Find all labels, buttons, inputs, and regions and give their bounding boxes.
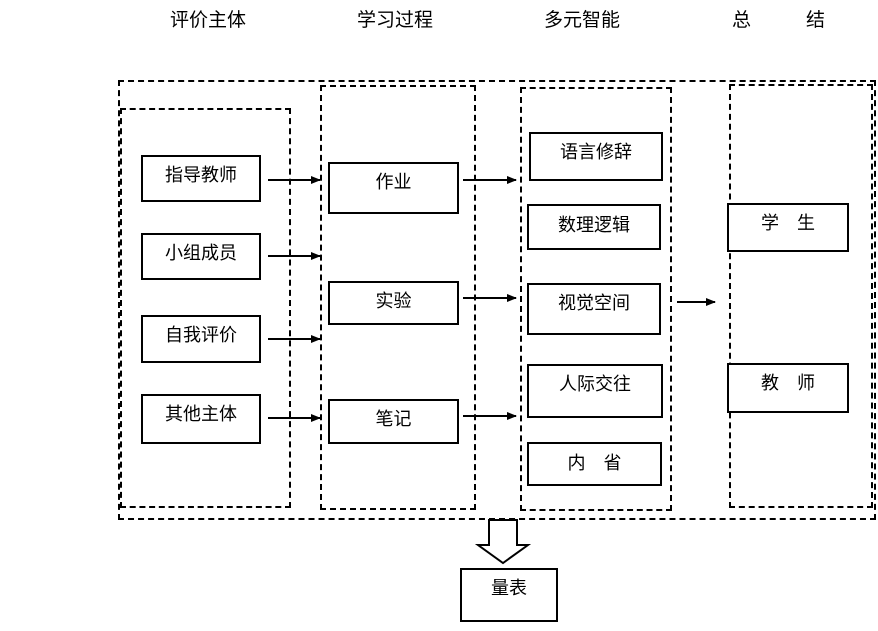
process-box-3: 笔记 — [328, 399, 459, 444]
subject-box-3: 自我评价 — [141, 315, 261, 363]
intelligence-box-4: 人际交往 — [527, 364, 663, 418]
summary-box-teacher: 教 师 — [727, 363, 849, 413]
intelligence-box-2: 数理逻辑 — [527, 204, 661, 250]
header-summary-right: 结 — [806, 9, 826, 31]
header-learning-process: 学习过程 — [357, 9, 434, 31]
intelligence-box-1: 语言修辞 — [529, 132, 663, 181]
subject-box-2: 小组成员 — [141, 233, 261, 280]
header-multiple-intelligences: 多元智能 — [544, 9, 621, 31]
summary-column-frame — [729, 84, 873, 508]
subject-column-frame — [120, 108, 291, 508]
summary-box-student: 学 生 — [727, 203, 849, 252]
process-box-2: 实验 — [328, 281, 459, 325]
header-evaluation-subject: 评价主体 — [170, 9, 247, 31]
process-box-1: 作业 — [328, 162, 459, 214]
subject-box-4: 其他主体 — [141, 394, 261, 444]
intelligence-column-frame — [520, 87, 672, 511]
output-box-scale: 量表 — [460, 568, 558, 622]
intelligence-box-3: 视觉空间 — [527, 283, 661, 335]
intelligence-box-5: 内 省 — [527, 442, 662, 486]
header-summary-left: 总 — [732, 9, 752, 31]
subject-box-1: 指导教师 — [141, 155, 261, 202]
down-block-arrow-icon — [474, 519, 532, 565]
